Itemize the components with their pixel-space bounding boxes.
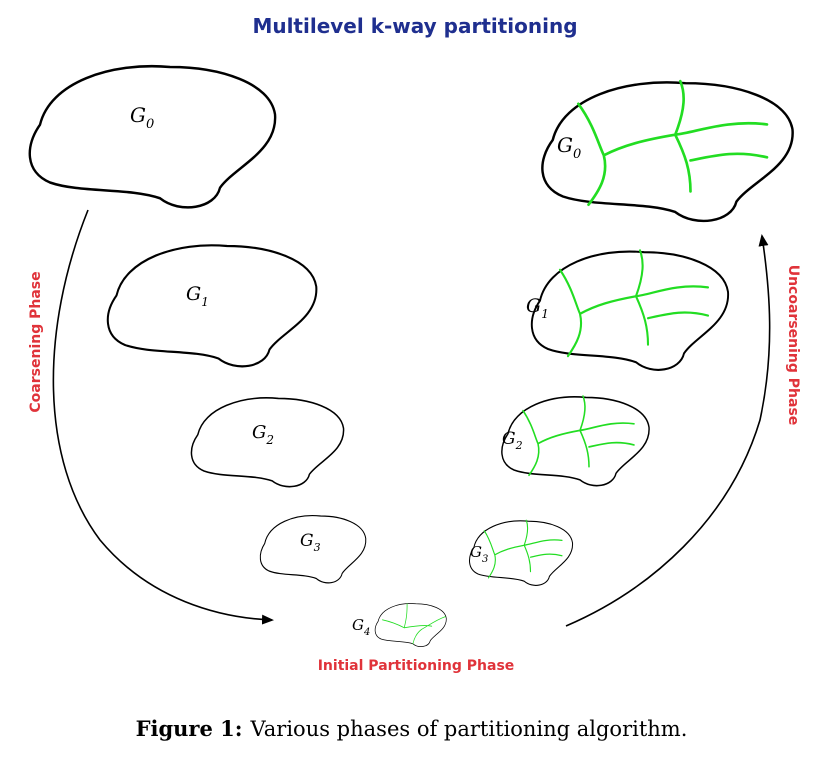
coarsening-arrow xyxy=(52,209,274,625)
graph-left-g3-label: G3 xyxy=(300,531,321,554)
graph-right-g3-label: G3 xyxy=(470,543,488,565)
uncoarsening-phase-label: Uncoarsening Phase xyxy=(785,265,801,426)
diagram-title: Multilevel k-way partitioning xyxy=(252,14,577,38)
graph-g4-label: G4 xyxy=(352,616,370,638)
graph-right-g2 xyxy=(501,395,650,487)
graph-left-g0-label: G0 xyxy=(130,103,154,132)
coarsening-phase-label: Coarsening Phase xyxy=(28,271,44,412)
graph-right-g3 xyxy=(468,519,574,586)
figure-caption-text: Various phases of partitioning algorithm… xyxy=(250,717,688,741)
graph-right-g0 xyxy=(541,79,794,223)
graph-right-g1-label: G1 xyxy=(526,295,549,321)
initial-partitioning-phase-label: Initial Partitioning Phase xyxy=(318,658,515,674)
figure-caption-label: Figure 1: xyxy=(135,716,243,741)
graph-g4 xyxy=(374,603,447,647)
graph-right-g2-label: G2 xyxy=(502,429,523,452)
graph-left-g2-label: G2 xyxy=(252,422,274,447)
figure-caption: Figure 1: Various phases of partitioning … xyxy=(0,716,823,741)
graph-left-g1-label: G1 xyxy=(186,283,209,309)
uncoarsening-arrow xyxy=(565,234,771,627)
graph-left-g0 xyxy=(28,64,277,209)
graph-left-g1 xyxy=(106,244,318,368)
graph-right-g1 xyxy=(530,249,730,371)
graph-right-g0-label: G0 xyxy=(557,133,581,162)
